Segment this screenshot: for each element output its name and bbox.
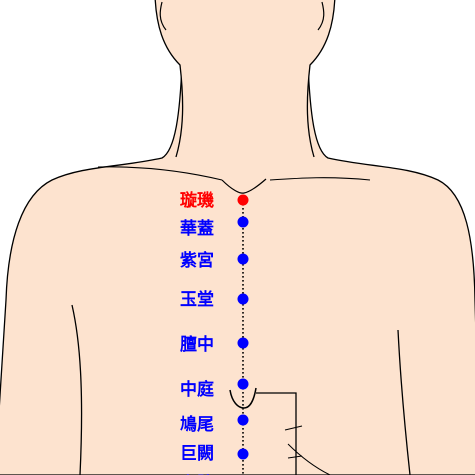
head-outline-left [154,0,184,158]
acupoint-label-xuanji: 璇璣 [180,190,214,211]
armpit-right [397,329,411,475]
rib-line-2 [287,443,331,475]
acupoint-label-yutang: 玉堂 [180,289,214,310]
acupoint-label-shangwan: 上脘 [180,473,214,475]
head-outline-right [306,0,336,158]
acupoint-juque [237,448,249,460]
acupoint-danzhong [237,337,249,349]
clavicle-left [97,166,223,181]
acupoint-label-zhongting: 中庭 [180,379,214,400]
acupoint-layer: 璇璣華蓋紫宮玉堂膻中中庭鳩尾巨闕上脘 [180,190,249,475]
acupoint-zigong [237,253,249,265]
rib-margin-right [256,392,297,475]
rib-line-1 [284,425,303,431]
acupoint-label-jiuwei: 鳩尾 [180,414,214,435]
acupoint-label-danzhong: 膻中 [180,334,214,355]
acupoint-label-juque: 巨闕 [180,444,214,464]
acupoint-label-huagai: 華蓋 [180,219,214,239]
armpit-left [71,304,83,475]
clavicle-right [269,177,371,181]
acupoint-jiuwei [237,414,249,426]
acupoint-huagai [237,216,249,228]
head [155,0,335,158]
ear-left [159,1,167,31]
sternal-notch [221,178,267,194]
rib-line-3 [287,455,303,459]
acupoint-zhongting [237,378,249,390]
acupoint-xuanji [237,194,249,206]
ear-right [317,1,325,31]
acupoint-yutang [237,293,249,305]
xiphoid [229,387,257,409]
acupoint-label-zigong: 紫宮 [180,250,214,271]
